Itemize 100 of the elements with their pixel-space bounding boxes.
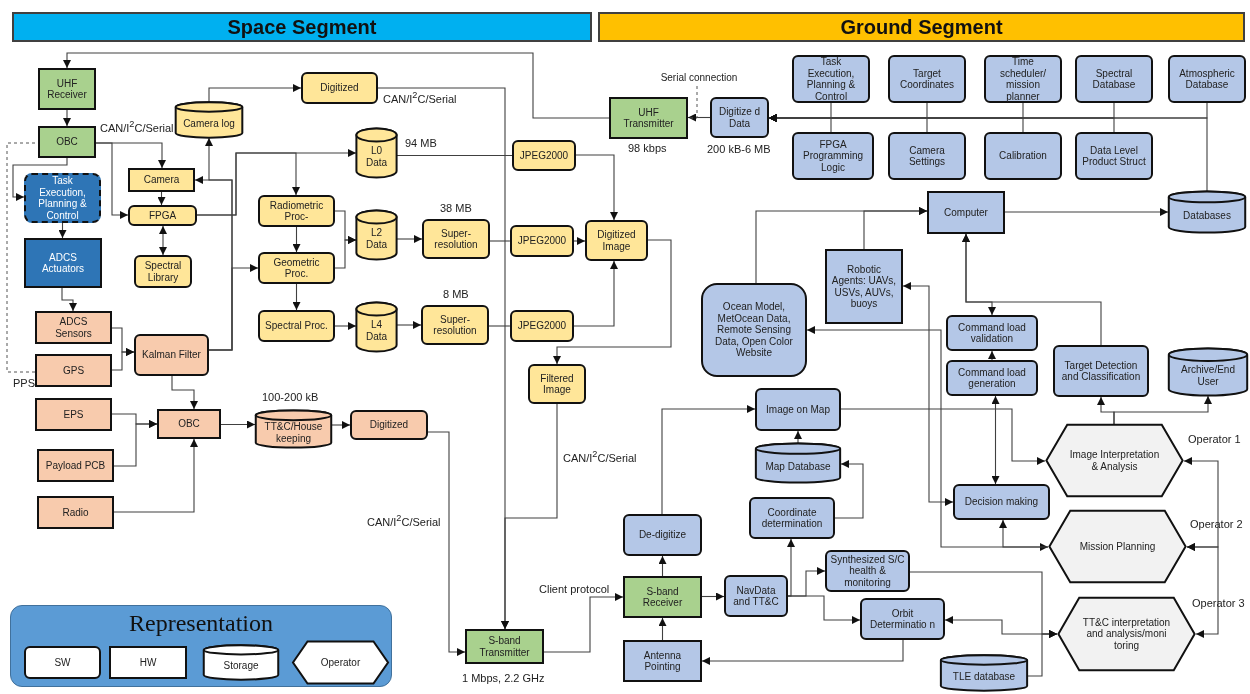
software-box: Kalman Filter — [134, 334, 209, 376]
storage-cylinder: L4 Data — [356, 302, 397, 352]
software-box: Decision making — [953, 484, 1050, 520]
arrow — [396, 235, 423, 243]
arrow — [12, 157, 68, 201]
annotation-text: 1 Mbps, 2.2 GHz — [462, 672, 545, 684]
storage-cylinder: TLE database — [940, 655, 1028, 691]
storage-cylinder: Databases — [1168, 191, 1246, 233]
arrow — [834, 460, 864, 519]
arrow — [63, 109, 71, 127]
segment-header: Ground Segment — [598, 12, 1245, 42]
edge-label: CAN/I$^{2}$C/Serial — [562, 449, 638, 464]
arrow — [575, 154, 618, 221]
operator-hexagon: Operator — [292, 641, 389, 684]
annotation-text: Serial connection — [650, 70, 748, 86]
hardware-box: Camera — [128, 168, 195, 192]
dashed-connector — [687, 85, 698, 119]
arrow — [113, 420, 158, 467]
software-box: JPEG2000 — [510, 225, 574, 257]
connector-line — [396, 154, 513, 157]
arrow — [208, 84, 302, 103]
software-box: Time scheduler/ mission planner — [984, 55, 1062, 103]
arrow — [292, 283, 301, 311]
arrow — [292, 226, 301, 253]
arrow — [787, 595, 861, 624]
arrow — [661, 405, 756, 515]
software-box: De-digitize — [623, 514, 702, 556]
storage-cylinder: TT&C/House keeping — [255, 410, 332, 448]
legend-title: Representation — [128, 610, 274, 638]
software-box: Super-resolution — [422, 219, 490, 259]
software-box: Camera Settings — [888, 132, 966, 180]
arrow — [377, 87, 509, 630]
arrow — [334, 322, 357, 330]
annotation-text: Operator 2 — [1190, 518, 1243, 530]
arrow — [687, 113, 711, 122]
legend-panel — [10, 605, 392, 687]
hardware-box: Robotic Agents: UAVs, USVs, AUVs, buoys — [825, 249, 903, 324]
connector-line — [489, 240, 511, 242]
edge-label: Client protocol — [538, 583, 611, 595]
annotation-text: 98 kbps — [628, 142, 667, 154]
arrow — [573, 237, 586, 245]
software-box: Spectral Library — [134, 255, 192, 288]
hardware-box: GPS — [35, 354, 112, 387]
arrow — [1186, 543, 1219, 638]
arrow — [331, 421, 351, 429]
annotation-text: Operator 3 — [1192, 597, 1245, 609]
software-box: Digitized Image — [585, 220, 648, 261]
hardware-box: ADCS Sensors — [35, 311, 112, 344]
hardware-box: S-band Receiver — [623, 576, 702, 618]
arrow — [999, 519, 1049, 548]
arrow — [962, 233, 1102, 346]
operator-hexagon: Mission Planning — [1048, 510, 1187, 583]
hardware-box: Payload PCB — [37, 449, 114, 482]
arrow — [58, 222, 67, 239]
arrow — [991, 395, 1000, 485]
hardware-box: UHF Receiver — [38, 68, 96, 110]
arrow — [701, 592, 725, 601]
arrow — [95, 142, 129, 219]
annotation-text: 8 MB — [443, 288, 469, 300]
arrow — [794, 430, 802, 444]
segment-header: Space Segment — [12, 12, 592, 42]
software-box: Super-resolution — [421, 305, 489, 345]
software-box: Command load validation — [946, 315, 1038, 351]
edge-label: CAN/I$^{2}$C/Serial — [382, 90, 458, 105]
arrow — [157, 191, 166, 206]
arrow — [1113, 395, 1212, 425]
software-box: JPEG2000 — [512, 140, 576, 171]
software-box: NavData and TT&C — [724, 575, 788, 617]
arrow — [787, 538, 795, 597]
arrow — [220, 420, 256, 429]
hardware-box: Radio — [37, 496, 114, 529]
software-box: Spectral Proc. — [258, 310, 335, 342]
hardware-box: EPS — [35, 398, 112, 431]
software-box: SW — [24, 646, 101, 679]
hardware-box: S-band Transmitter — [465, 629, 544, 664]
arrow — [658, 617, 667, 641]
software-box: Digitize d Data — [710, 97, 769, 138]
software-box: Radiometric Proc- — [258, 195, 335, 227]
software-box: Digitized — [301, 72, 378, 104]
hardware-box: Computer — [927, 191, 1005, 234]
software-box: Task Execution, Planning & Control — [792, 55, 870, 103]
software-box: Digitized — [350, 410, 428, 440]
arrow — [61, 287, 77, 312]
storage-cylinder: Camera log — [175, 102, 243, 138]
software-box: Orbit Determinatio n — [860, 598, 945, 640]
arrow — [658, 555, 667, 577]
arrow — [111, 348, 135, 371]
arrow — [334, 236, 357, 269]
arrow — [171, 375, 198, 410]
hardware-box: HW — [109, 646, 187, 679]
software-box: Geometric Proc. — [258, 252, 335, 284]
hardware-box: OBC — [38, 126, 96, 158]
arrow — [1004, 208, 1169, 216]
software-box: Synthesized S/C health & monitoring — [825, 550, 910, 592]
software-box: Target Detection and Classification — [1053, 345, 1149, 397]
arrow — [840, 408, 1046, 465]
hardware-box: UHF Transmitter — [609, 97, 688, 139]
arrow — [573, 260, 618, 327]
edge-label: CAN/I$^{2}$C/Serial — [99, 119, 175, 134]
arrow — [1027, 630, 1058, 677]
